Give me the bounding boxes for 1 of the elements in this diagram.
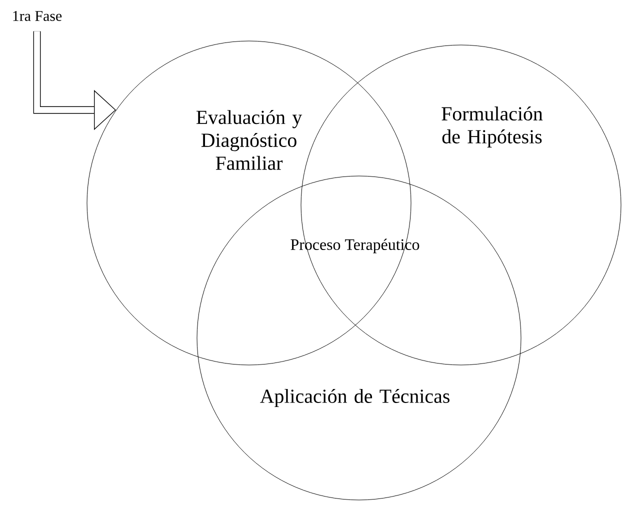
phase-label: 1ra Fase <box>13 11 62 21</box>
